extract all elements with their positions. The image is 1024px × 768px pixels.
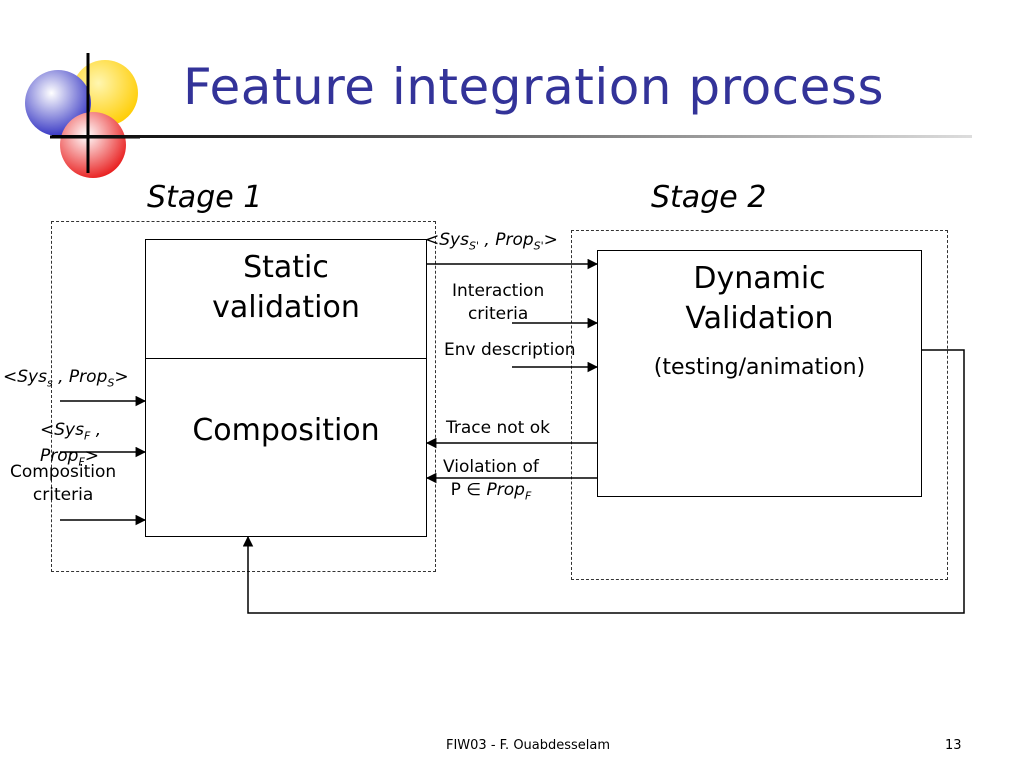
trace-not-ok-label: Trace not ok — [446, 418, 550, 438]
interaction-criteria-label: Interaction criteria — [452, 281, 545, 324]
logo-circles-icon — [25, 53, 140, 178]
sys-s-input-label: <Syss , PropS> — [3, 367, 129, 390]
composition-title: Composition — [192, 413, 380, 448]
logo — [20, 45, 140, 180]
env-description-label: Env description — [444, 340, 576, 360]
stage-2-heading: Stage 2 — [651, 180, 767, 215]
footer-text: FIW03 - F. Ouabdesselam — [446, 738, 611, 753]
dynamic-validation-line2: Validation — [685, 301, 834, 336]
sys-prime-label: <SysS' , PropS'> — [425, 230, 558, 253]
sys-f-input-label: <SysF , PropF> — [40, 420, 102, 469]
violation-label: Violation of P ∈ PropF — [443, 457, 539, 503]
static-validation-line1: Static — [243, 250, 329, 285]
dynamic-validation-line3: (testing/animation) — [653, 355, 866, 380]
page-number: 13 — [945, 738, 962, 753]
title-underline — [52, 135, 972, 138]
slide-title: Feature integration process — [183, 58, 885, 116]
dynamic-validation-line1: Dynamic — [693, 261, 826, 296]
stage-1-heading: Stage 1 — [147, 180, 263, 215]
dynamic-validation-box: Dynamic Validation (testing/animation) — [597, 250, 922, 497]
stage-1-region — [51, 221, 436, 572]
static-validation-line2: validation — [212, 290, 360, 325]
composition-criteria-label: Composition criteria — [10, 462, 117, 505]
stage-2-region — [571, 230, 948, 580]
composition-box: Composition — [145, 358, 427, 537]
